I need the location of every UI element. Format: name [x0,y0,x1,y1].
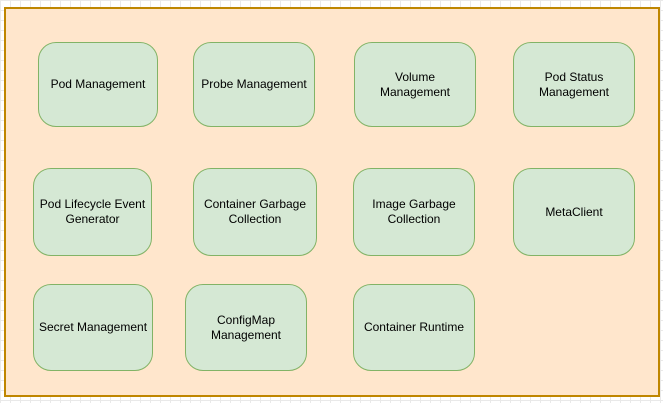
node-label: Secret Management [38,320,148,334]
group-container[interactable]: Pod Management Probe Management Volume M… [4,7,660,397]
node-label: Image Garbage Collection [372,197,456,226]
node-metaclient[interactable]: MetaClient [513,168,635,256]
node-pod-management[interactable]: Pod Management [38,42,158,127]
node-label: Container Garbage Collection [203,197,307,226]
node-label: Probe Management [201,77,307,91]
node-label: Pod Status Management [538,69,610,99]
node-label: Container Runtime [363,320,465,334]
node-probe-management[interactable]: Probe Management [193,42,315,127]
node-container-garbage-collection[interactable]: Container Garbage Collection [193,168,317,256]
node-container-runtime[interactable]: Container Runtime [353,284,475,371]
node-volume-management[interactable]: Volume Management [354,42,476,127]
node-pod-status-management[interactable]: Pod Status Management [513,42,635,127]
node-label: Volume Management [379,69,451,99]
node-label: Pod Lifecycle Event Generator [39,197,146,226]
node-secret-management[interactable]: Secret Management [33,284,153,371]
node-label: Pod Management [50,77,146,91]
node-configmap-management[interactable]: ConfigMap Management [185,284,307,371]
node-label: ConfigMap Management [210,312,282,342]
node-pod-lifecycle-event-generator[interactable]: Pod Lifecycle Event Generator [33,168,152,256]
node-label: MetaClient [545,204,603,219]
node-image-garbage-collection[interactable]: Image Garbage Collection [353,168,475,256]
